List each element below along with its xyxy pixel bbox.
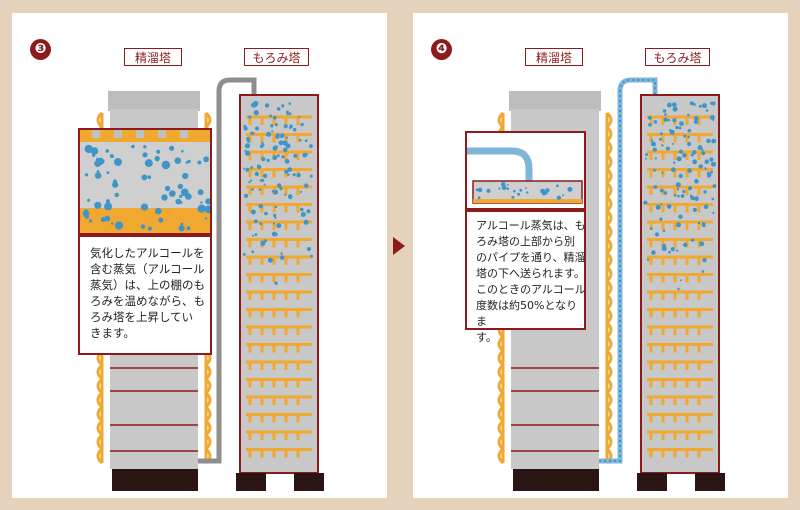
zoom-inset — [465, 131, 586, 210]
shelf-holes — [92, 130, 188, 138]
mash-tower-shelves — [246, 115, 312, 458]
right-triangle-icon — [393, 237, 405, 255]
vapor-bubbles — [242, 100, 313, 285]
mash-tower-label: もろみ塔 — [645, 48, 710, 66]
mash-tower — [239, 94, 319, 474]
inset-vapor-bubbles — [475, 182, 573, 200]
zoom-inset-art — [467, 133, 584, 208]
inset-pipe — [467, 147, 533, 181]
rectifying-tower-cap — [108, 91, 200, 111]
step-4-panel: ❹ 精溜塔 もろみ塔 アルコール蒸気は、も ろみ塔の上部から別 のパイプを通り、… — [413, 13, 788, 498]
rectifying-tower-label: 精溜塔 — [124, 48, 182, 66]
mash-tower-shelves — [647, 115, 713, 458]
tower-bands — [511, 367, 599, 452]
step-number-badge: ❸ — [30, 39, 51, 60]
mash-tower-foot-left — [637, 473, 667, 491]
step-3-panel: ❸ 精溜塔 もろみ塔 — [12, 13, 387, 498]
zoom-inset-art — [80, 130, 210, 233]
rectifying-tower-label: 精溜塔 — [525, 48, 583, 66]
inset-vapor-bubbles — [82, 144, 210, 232]
rectifying-tower-cap — [509, 91, 601, 111]
tower-bands — [110, 367, 198, 452]
mash-tower-foot-left — [236, 473, 266, 491]
step-number-badge: ❹ — [431, 39, 452, 60]
caption-box: 気化したアルコールを 含む蒸気（アルコール 蒸気）は、上の棚のも ろみを温めなが… — [78, 235, 212, 355]
mash-liquid — [80, 208, 210, 233]
mash-tower-foot-right — [294, 473, 324, 491]
caption-text: 気化したアルコールを 含む蒸気（アルコール 蒸気）は、上の棚のも ろみを温めなが… — [90, 246, 205, 340]
upper-shelf — [80, 130, 210, 142]
zoom-inset — [78, 128, 212, 235]
caption-text: アルコール蒸気は、も ろみ塔の上部から別 のパイプを通り、精溜 塔の下へ送られま… — [476, 219, 586, 344]
vapor-bubbles — [643, 101, 717, 291]
mash-tower-label: もろみ塔 — [244, 48, 309, 66]
rectifying-tower-base — [112, 469, 198, 491]
vapor-pipe — [198, 77, 257, 464]
mash-tower-foot-right — [695, 473, 725, 491]
rectifying-tower-base — [513, 469, 599, 491]
vapor-flow — [599, 79, 656, 462]
caption-box: アルコール蒸気は、も ろみ塔の上部から別 のパイプを通り、精溜 塔の下へ送られま… — [465, 210, 586, 344]
